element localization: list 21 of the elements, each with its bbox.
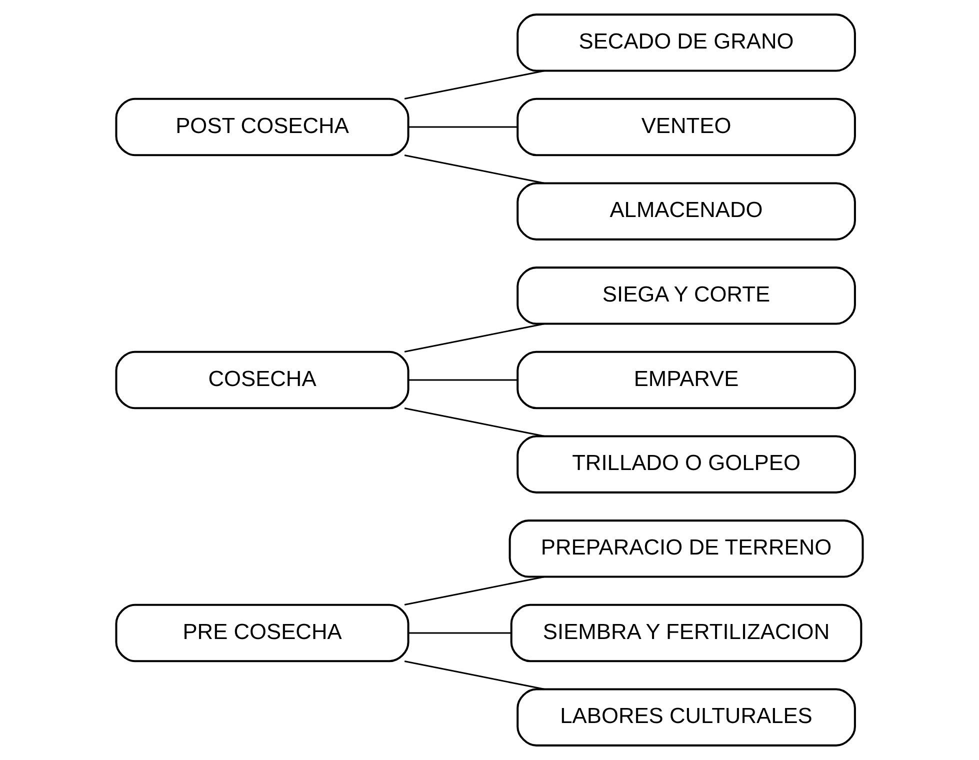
connector [408,379,518,381]
node-box: PRE COSECHA [115,604,410,662]
connector [404,154,544,184]
connector [404,407,544,437]
connector [408,126,518,128]
node-box: EMPARVE [516,350,856,410]
node-box: SIEGA Y CORTE [516,266,856,325]
connector [404,576,544,606]
node-box: TRILLADO O GOLPEO [516,435,856,494]
connector [404,70,544,100]
node-box: COSECHA [115,350,410,410]
connector [404,660,544,690]
connector [404,323,544,353]
node-box: POST COSECHA [115,98,410,156]
node-box: ALMACENADO [516,182,856,240]
node-box: PREPARACIO DE TERRENO [508,520,864,578]
node-box: SECADO DE GRANO [516,14,856,72]
node-box: LABORES CULTURALES [516,688,856,746]
node-box: VENTEO [516,98,856,156]
connector [408,632,512,634]
node-box: SIEMBRA Y FERTILIZACION [510,604,862,662]
